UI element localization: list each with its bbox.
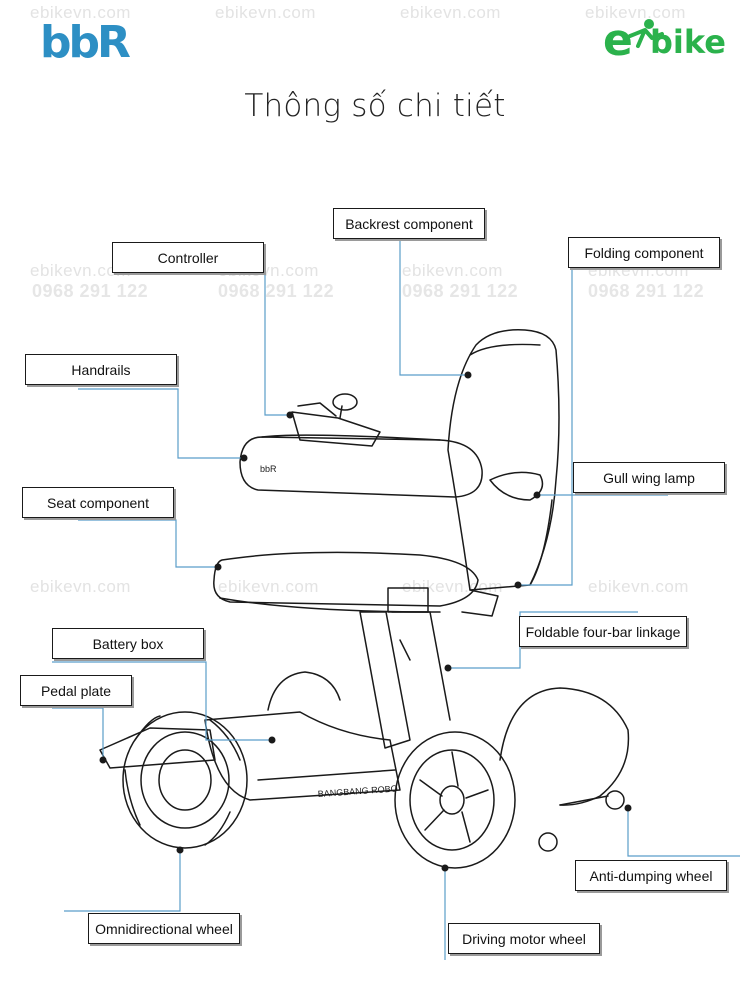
page-title: Thông số chi tiết	[244, 88, 506, 124]
label-driving: Driving motor wheel	[448, 923, 600, 954]
leader-antidump	[627, 808, 740, 857]
label-omni: Omnidirectional wheel	[88, 913, 240, 944]
leader-folding	[518, 268, 573, 586]
watermark-site-5: ebikevn.com	[30, 261, 131, 280]
controller-shape	[291, 411, 381, 447]
watermark-phone-3: 0968 291 122	[402, 281, 519, 301]
cyclist-logo-icon	[628, 19, 664, 48]
watermark-phone-1: 0968 291 122	[32, 281, 149, 301]
label-four-bar: Foldable four-bar linkage	[519, 616, 687, 647]
armrest-print: bbR	[260, 464, 277, 474]
ebike-logo-e: e	[603, 15, 633, 66]
leader-controller	[264, 271, 290, 416]
armrest-shape	[239, 436, 483, 498]
backrest-shape	[447, 329, 560, 591]
watermark-site-2: ebikevn.com	[215, 3, 316, 22]
label-handrails: Handrails	[25, 354, 177, 385]
label-controller: Controller	[112, 242, 264, 273]
watermark-phone-4: 0968 291 122	[588, 281, 705, 301]
watermark-site-10: ebikevn.com	[218, 577, 319, 596]
label-folding: Folding component	[568, 237, 720, 268]
seat-shape	[213, 551, 479, 607]
leader-backrest	[399, 240, 468, 376]
watermark-phone-2: 0968 291 122	[218, 281, 335, 301]
frame-print: BANGBANG ROBO	[317, 783, 398, 799]
ebike-logo-text: bike	[650, 23, 726, 61]
watermark-site-7: ebikevn.com	[402, 261, 503, 280]
leader-handrails	[78, 388, 244, 459]
leader-lines	[52, 240, 740, 960]
watermark-site-3: ebikevn.com	[400, 3, 501, 22]
label-backrest: Backrest component	[333, 208, 485, 239]
driving-wheel	[394, 731, 516, 869]
label-anti-dumping: Anti-dumping wheel	[575, 860, 727, 891]
leader-omni	[64, 850, 181, 912]
watermark-site-9: ebikevn.com	[30, 577, 131, 596]
omni-wheel	[122, 711, 248, 849]
leader-pedal	[52, 707, 104, 760]
label-pedal: Pedal plate	[20, 675, 132, 706]
watermark-site-12: ebikevn.com	[588, 577, 689, 596]
watermark-site-4: ebikevn.com	[585, 3, 686, 22]
leader-seat	[78, 519, 218, 568]
leader-battery	[52, 661, 272, 741]
label-battery: Battery box	[52, 628, 204, 659]
label-gull-wing: Gull wing lamp	[573, 462, 725, 493]
watermark-site-1: ebikevn.com	[30, 3, 131, 22]
bbr-logo-icon: bbR	[40, 17, 131, 68]
label-seat: Seat component	[22, 487, 174, 518]
